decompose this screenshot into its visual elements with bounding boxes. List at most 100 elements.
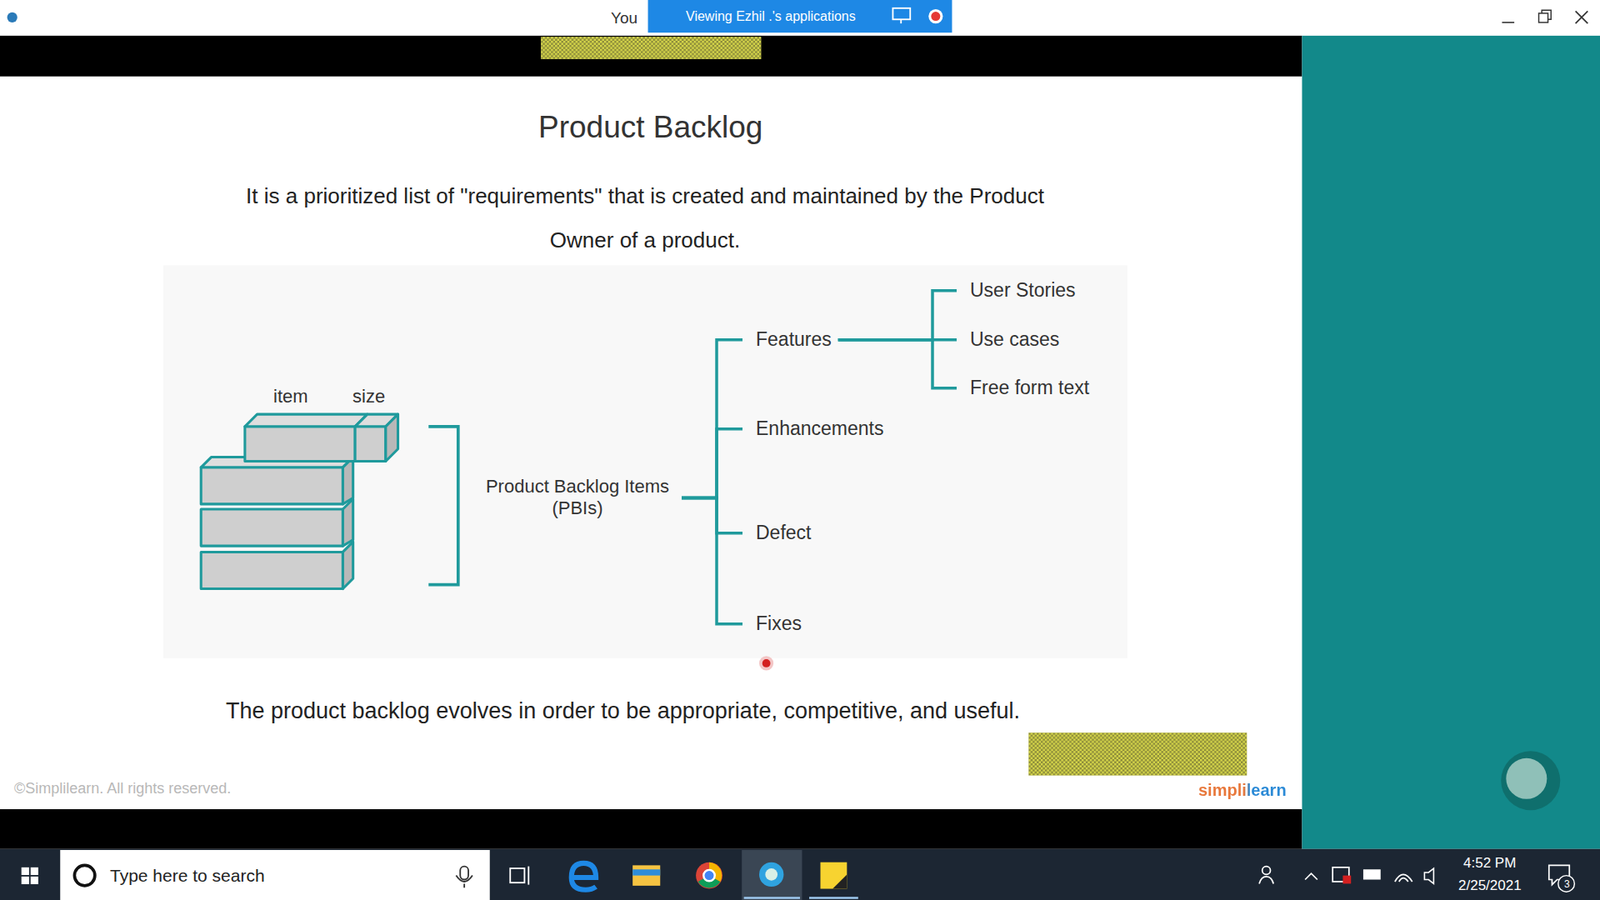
stack-box [200,509,343,546]
category-node: Fixes [742,610,809,638]
node-text: Enhancements [755,417,884,441]
redaction-patch [540,36,761,60]
stack-box-side [342,541,353,589]
app-icon [7,12,18,23]
tray-caret [1305,873,1318,880]
people-icon [1259,876,1274,885]
bottom-band [0,809,1302,850]
cortana-icon [74,865,95,885]
node-text: Fixes [755,612,802,636]
restore-button [1539,13,1549,23]
category-node: Free form text [956,375,1096,402]
monitor-icon [892,8,910,20]
edge-icon [571,863,596,890]
people-icon [1262,866,1271,875]
taskbar [0,849,1600,900]
stack-box [200,551,343,589]
search-placeholder: Type here to search [110,865,265,886]
start-logo [21,876,30,885]
group-node: Product Backlog Items (PBIs) [473,474,682,522]
tree-connector [681,497,743,624]
clock-time: 4:52 PM [1463,855,1516,872]
bracket [428,426,459,585]
slide-subtitle: It is a prioritized list of "requirement… [224,174,1066,263]
item-box-top [245,414,368,427]
tree-connector [681,429,743,499]
tray-alert [1342,875,1351,885]
app-logo [1500,750,1560,810]
pointer-halo [759,655,774,670]
start-button [21,867,39,885]
node-text: Free form text [970,376,1090,400]
category-node: Defect [742,520,818,547]
mic-icon [455,875,473,889]
start-logo [30,876,39,885]
top-band [0,35,1302,77]
restore-button [1541,10,1551,20]
tree-connector [681,340,743,499]
minimize-button [1501,21,1515,24]
tree-connector [838,290,957,340]
redaction-patch [1028,732,1247,775]
backlog-stack [200,414,398,589]
active-app-highlight [741,850,802,900]
running-indicator [744,896,800,899]
clock-date: 2/25/2021 [1458,877,1522,895]
part-label: size [352,385,385,408]
chrome-icon [695,862,723,890]
item-box [245,426,355,462]
title-underline [505,155,796,160]
node-text: Features [755,328,832,352]
node-text: Product Backlog Items (PBIs) [476,475,679,520]
monitor-stand [900,19,902,24]
slide [0,76,1302,810]
start-logo [21,867,30,875]
part-label: item [273,385,309,408]
share-tab [648,0,953,33]
notification-badge [1558,875,1575,893]
badge-count: 3 [1564,878,1570,890]
share-status: Viewing Ezhil .'s applications [685,8,856,25]
chrome-icon [703,870,715,881]
size-box-side [385,414,399,461]
stack-box-side [342,499,353,546]
node-text: Defect [755,521,811,545]
stack-box-side [342,457,353,505]
record-dot [930,11,940,21]
pointer-dot [762,659,771,668]
category-node: Use cases [956,326,1066,354]
mic-icon [460,866,469,880]
close-button [1575,10,1589,24]
task-view-icon [527,866,530,885]
window-title: You [610,9,638,29]
node-text: Use cases [970,328,1060,352]
diagram-ground [163,265,1128,658]
volume-icon [1424,868,1434,884]
task-view-icon [510,868,525,883]
meeting-app-icon [765,868,778,881]
running-indicator [809,896,859,899]
brand-logo: simplilearn [1198,780,1287,800]
app-logo-inner [1505,758,1547,800]
category-node: Enhancements [742,415,890,443]
search-box [60,850,490,900]
category-node: Features [742,326,839,354]
meeting-app-icon [759,862,784,887]
start-logo [30,867,39,875]
size-box [355,426,386,462]
tree-connector [838,340,957,389]
sticky-notes-icon [832,874,847,889]
node-text: User Stories [970,279,1076,303]
battery-icon [1363,869,1381,880]
side-panel [1301,35,1600,850]
category-node: User Stories [956,277,1083,305]
tree-connector [681,497,743,533]
slide-caption: The product backlog evolves in order to … [225,697,1020,725]
slide-title: Product Backlog [538,109,763,146]
wifi-icon [1395,874,1413,882]
folder-icon [632,865,660,885]
stack-box [200,467,343,505]
folder-icon [632,869,660,875]
